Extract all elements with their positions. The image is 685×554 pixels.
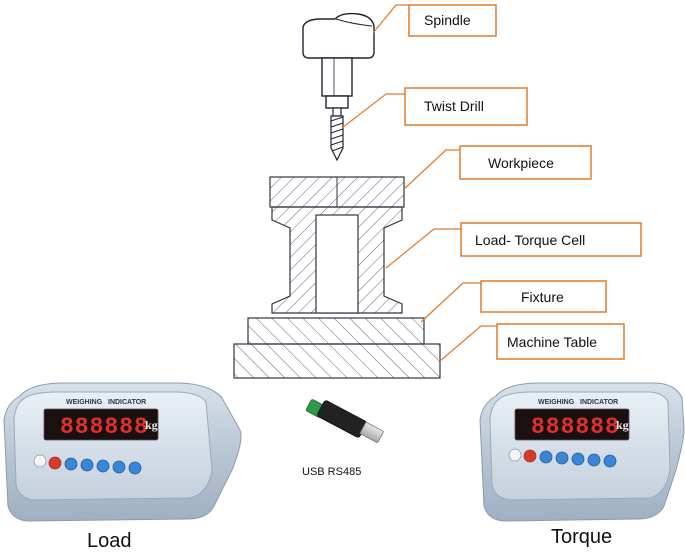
callout-spindle-label: Spindle: [424, 12, 471, 28]
load-indicator-key-5: [96, 459, 110, 473]
load-torque-cell-drawing: [271, 206, 403, 314]
callout-load-torque-cell: Load- Torque Cell: [460, 222, 642, 257]
load-torque-cell-leader: [385, 228, 461, 269]
torque-indicator-key-6: [587, 453, 601, 467]
fixture-drawing: [247, 317, 425, 345]
torque-indicator-unit: kg: [616, 418, 629, 432]
load-indicator-key-6: [112, 460, 126, 474]
load-caption: Load: [87, 530, 132, 552]
torque-indicator-header: WEIGHING INDICATOR: [538, 399, 618, 406]
machine-table-leader: [439, 325, 497, 362]
workpiece-leader: [403, 149, 460, 190]
callout-machine-table: Machine Table: [496, 323, 625, 360]
torque-indicator-key-1: [508, 448, 522, 462]
load-indicator-unit: kg: [145, 418, 158, 432]
torque-caption: Torque: [551, 526, 613, 548]
twist-drill-drawing: [330, 107, 344, 162]
usb-rs485-adapter: [305, 399, 384, 443]
load-indicator-key-1: [33, 454, 47, 468]
torque-indicator-key-2: [523, 449, 537, 463]
spindle-drawing: [302, 12, 375, 109]
load-indicator-display: 888888: [60, 414, 149, 440]
load-indicator-key-3: [64, 457, 78, 471]
torque-indicator: WEIGHING INDICATOR 888888 kg: [479, 382, 685, 522]
machine-table-drawing: [233, 343, 441, 379]
callout-spindle: Spindle: [408, 4, 497, 37]
callout-workpiece-label: Workpiece: [488, 155, 554, 171]
callout-machine-table-label: Machine Table: [507, 334, 597, 350]
callout-twist-drill-label: Twist Drill: [424, 98, 484, 114]
torque-indicator-key-4: [555, 451, 569, 465]
torque-indicator-display: 888888: [531, 414, 620, 440]
load-indicator: WEIGHING INDICATOR 888888 kg: [3, 382, 242, 522]
load-indicator-key-2: [48, 456, 62, 470]
spindle-leader: [372, 4, 409, 34]
torque-indicator-key-7: [603, 454, 617, 468]
fixture-leader: [420, 282, 481, 323]
callout-load-torque-cell-label: Load- Torque Cell: [475, 232, 585, 248]
torque-indicator-key-3: [539, 450, 553, 464]
callout-twist-drill: Twist Drill: [404, 87, 528, 126]
torque-indicator-key-5: [571, 452, 585, 466]
callout-leaders: [341, 4, 497, 362]
callout-fixture: Fixture: [480, 280, 607, 313]
callout-workpiece: Workpiece: [459, 145, 592, 180]
usb-rs485-label: USB RS485: [302, 466, 362, 478]
workpiece-drawing: [269, 176, 405, 208]
load-indicator-key-4: [80, 458, 94, 472]
load-indicator-header: WEIGHING INDICATOR: [66, 399, 146, 406]
twist-drill-leader: [341, 93, 405, 129]
load-indicator-key-7: [128, 461, 142, 475]
callout-fixture-label: Fixture: [521, 289, 564, 305]
